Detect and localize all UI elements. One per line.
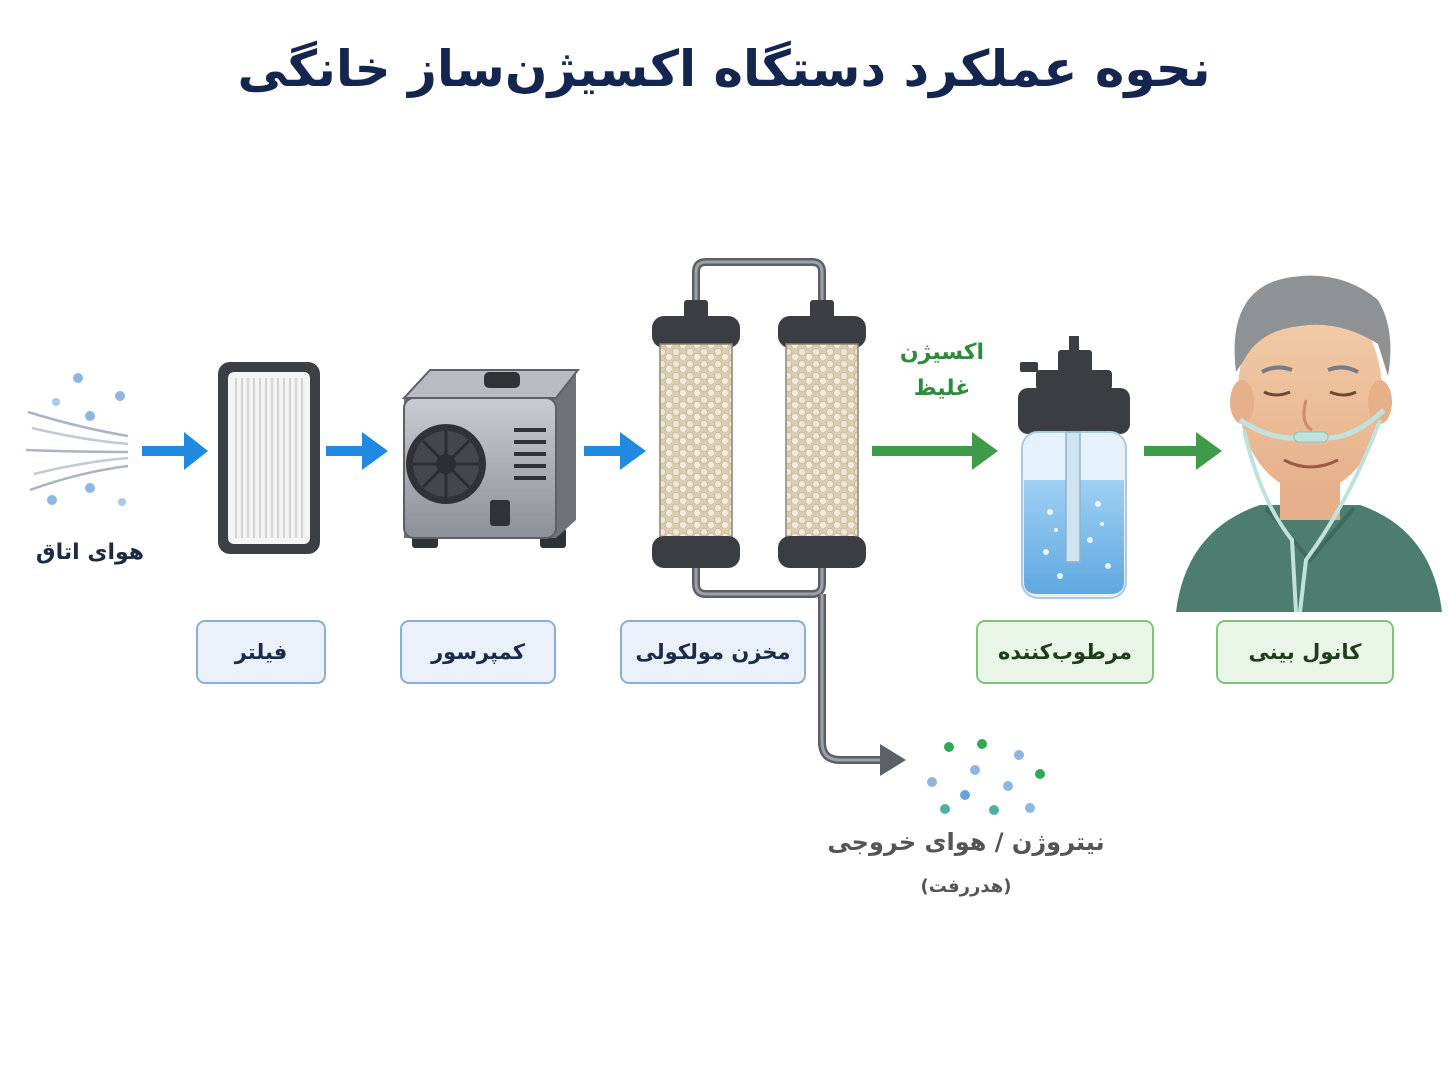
humidifier-icon: [1018, 336, 1130, 599]
page-title: نحوه عملکرد دستگاه اکسیژن‌ساز خانگی: [237, 40, 1211, 98]
air-arrow-2: [326, 432, 388, 470]
air-arrow-1: [142, 432, 208, 470]
room-air-label: هوای اتاق: [35, 540, 145, 565]
stage-box-molecular-sieve: مخزن مولکولی: [620, 620, 806, 684]
filter-icon: [218, 362, 320, 554]
room-air-icon: [25, 373, 129, 506]
exhaust-note: (هدررفت): [920, 876, 1012, 897]
stage-box-humidifier: مرطوب‌کننده: [976, 620, 1154, 684]
exhaust-particles-icon: [927, 739, 1045, 815]
oxygen-arrow-1: [872, 432, 998, 470]
stage-box-filter: فیلتر: [196, 620, 326, 684]
oxygen-label-line1: اکسیژن: [899, 340, 985, 365]
air-arrow-3: [584, 432, 646, 470]
oxygen-arrow-2: [1144, 432, 1222, 470]
stage-box-compressor: کمپرسور: [400, 620, 556, 684]
compressor-icon: [401, 369, 581, 548]
molecular-sieve-icon: [652, 258, 906, 776]
oxygen-label-line2: غلیظ: [913, 376, 971, 401]
stage-box-nasal-cannula: کانول بینی: [1216, 620, 1394, 684]
patient-with-cannula-icon: [1176, 275, 1442, 613]
exhaust-label: نیتروژن / هوای خروجی: [827, 828, 1105, 856]
